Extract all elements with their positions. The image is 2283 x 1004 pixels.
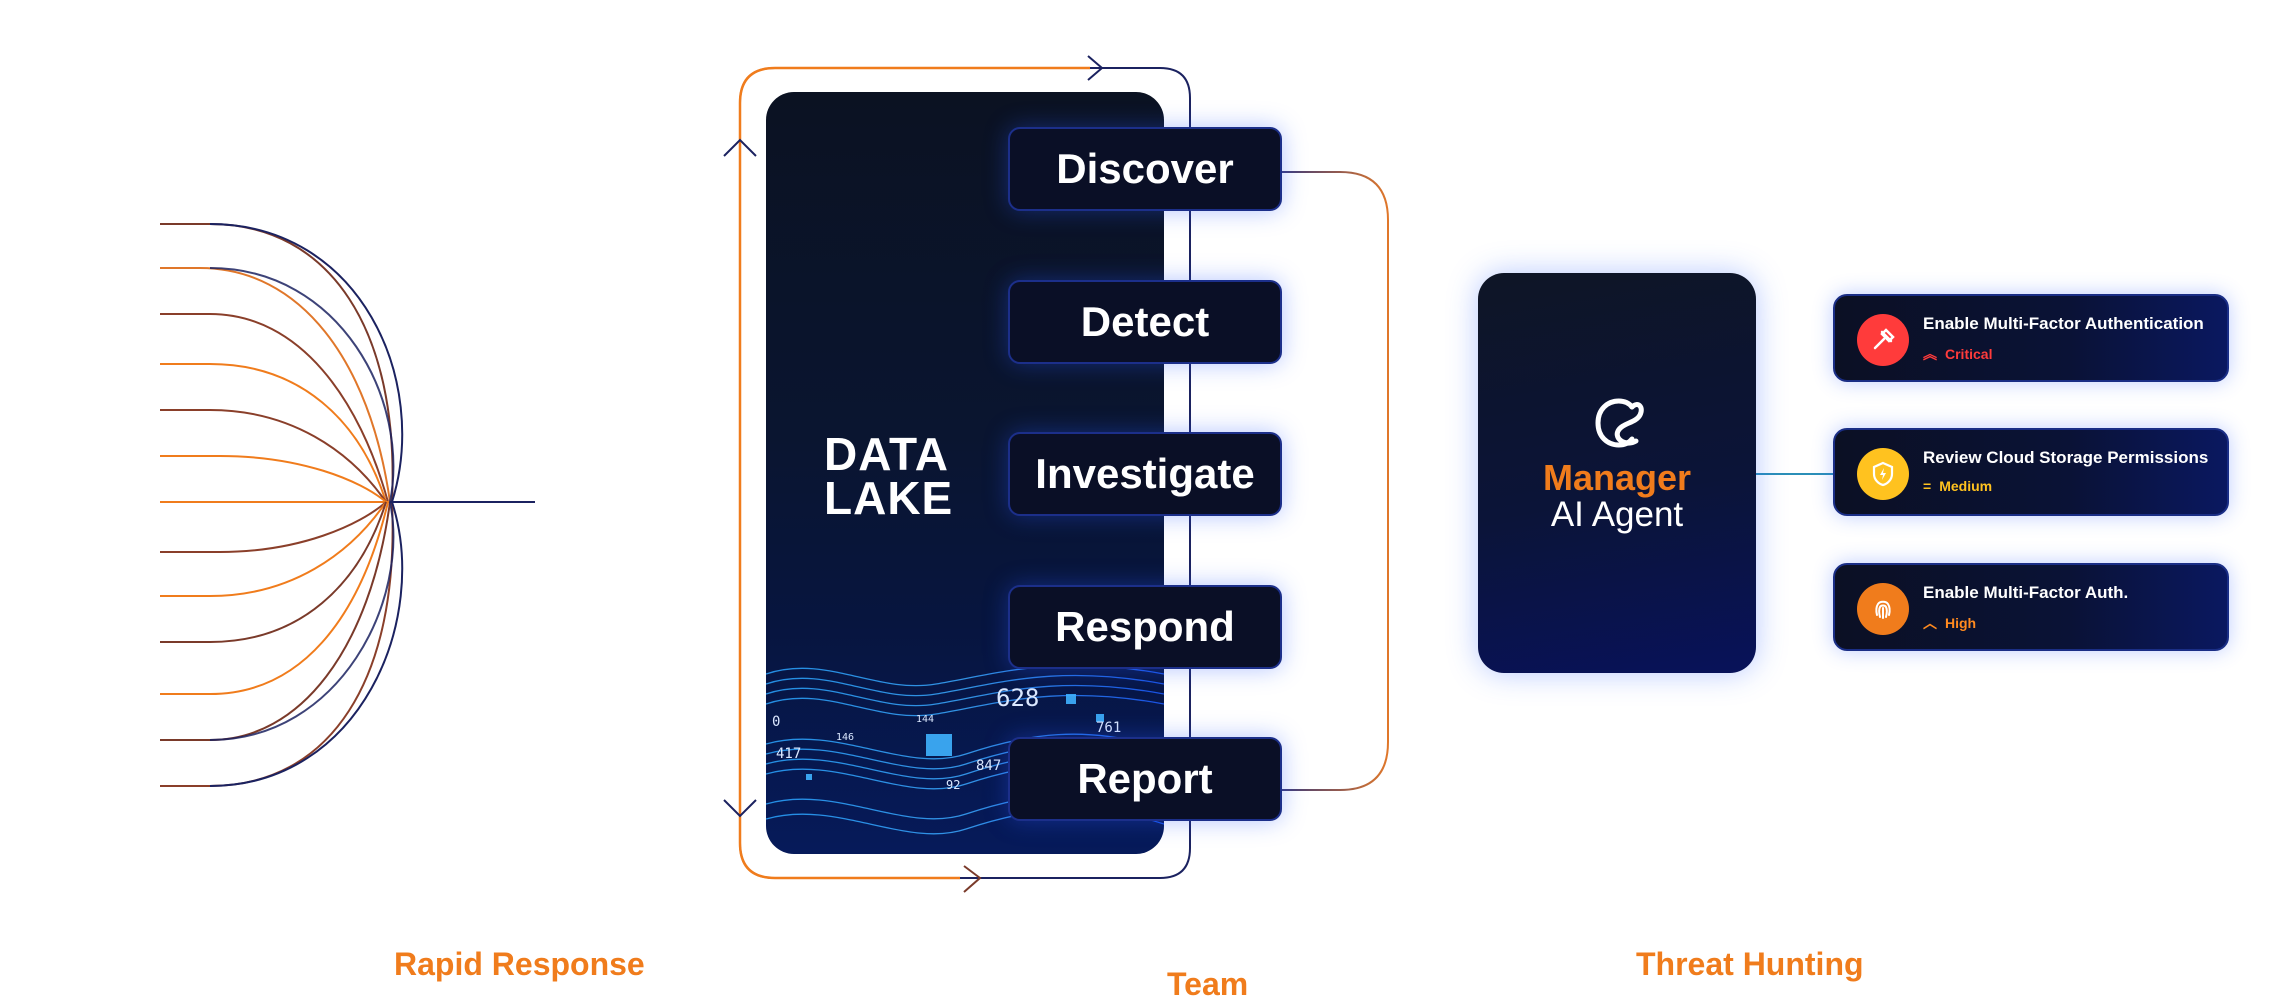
fingerprint-icon xyxy=(1857,583,1909,635)
data-number: 417 xyxy=(776,746,802,762)
data-number: 761 xyxy=(1096,720,1122,736)
severity-badge: = Medium xyxy=(1923,478,1992,494)
step-discover: Discover xyxy=(1008,127,1282,211)
data-number: 144 xyxy=(916,714,935,725)
severity-badge: ︿ High xyxy=(1923,613,1976,633)
data-lake-title: DATA LAKE xyxy=(824,428,954,524)
step-report: Report xyxy=(1008,737,1282,821)
severity-label: High xyxy=(1945,615,1977,631)
label-rapid-response: Rapid Response xyxy=(394,946,645,982)
tool-icon xyxy=(1857,314,1909,366)
manager-label: Manager xyxy=(1542,457,1692,498)
severity-critical-icon: ︽ xyxy=(1923,346,1937,362)
data-number: 146 xyxy=(836,732,855,743)
manager-ai-agent-card: Manager AI Agent xyxy=(1478,273,1756,673)
data-number: 0 xyxy=(772,714,781,730)
step-investigate: Investigate xyxy=(1008,432,1282,516)
data-number: 847 xyxy=(976,758,1002,774)
data-number: 628 xyxy=(996,684,1040,712)
data-number: 92 xyxy=(946,778,961,792)
task-title: Enable Multi-Factor Auth. xyxy=(1923,583,2129,602)
step-connectors xyxy=(1282,171,1478,791)
task-card[interactable]: Enable Multi-Factor Authentication ︽ Crit… xyxy=(1833,294,2229,382)
task-card[interactable]: Enable Multi-Factor Auth. ︿ High xyxy=(1833,563,2229,651)
task-card[interactable]: Review Cloud Storage Permissions = Medium xyxy=(1833,428,2229,516)
fan-lines xyxy=(160,223,404,787)
task-title: Enable Multi-Factor Authentication xyxy=(1923,314,2204,333)
label-threat-hunting: Threat Hunting xyxy=(1636,946,1864,982)
task-title: Review Cloud Storage Permissions xyxy=(1923,448,2209,467)
severity-high-icon: ︿ xyxy=(1923,615,1937,631)
c-logo-icon xyxy=(1595,398,1644,448)
data-lake-title-line2: LAKE xyxy=(824,472,954,524)
step-respond: Respond xyxy=(1008,585,1282,669)
severity-label: Critical xyxy=(1945,346,1993,362)
severity-badge: ︽ Critical xyxy=(1923,344,1992,364)
shield-bolt-icon xyxy=(1857,448,1909,500)
step-detect: Detect xyxy=(1008,280,1282,364)
severity-medium-icon: = xyxy=(1923,478,1932,494)
data-lake-title-line1: DATA xyxy=(824,428,949,480)
ai-agent-label: AI Agent xyxy=(1550,495,1684,534)
severity-label: Medium xyxy=(1939,478,1993,494)
label-team: Team xyxy=(1167,966,1249,1002)
